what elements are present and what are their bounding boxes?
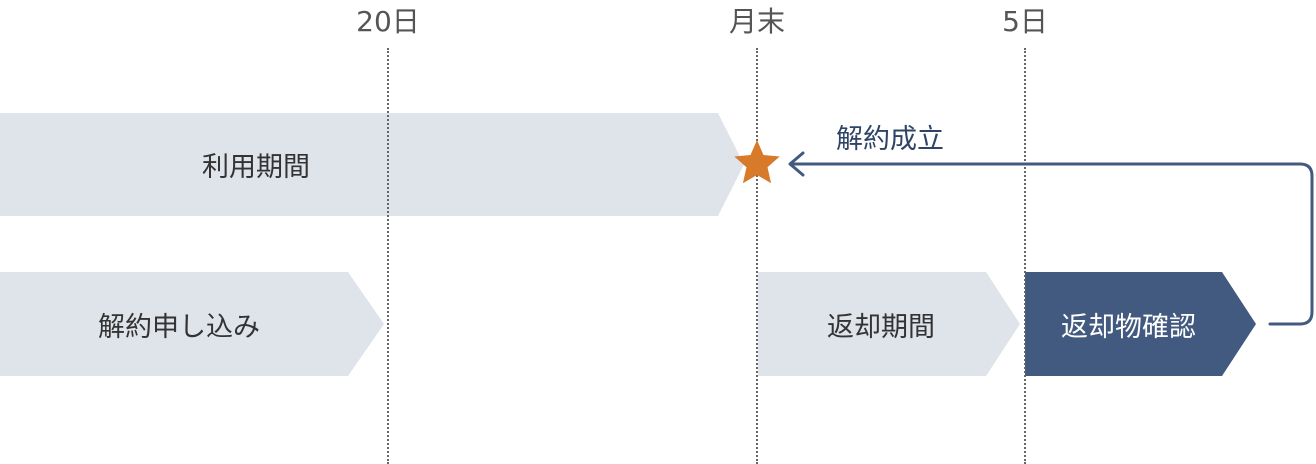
guide-line-20 xyxy=(387,48,389,464)
marker-label-20: 20日 xyxy=(356,5,420,38)
application-bar: 解約申し込み xyxy=(0,272,384,376)
return-period-label: 返却期間 xyxy=(827,311,935,343)
guide-line-5 xyxy=(1024,48,1026,464)
return-arrow xyxy=(790,162,1314,326)
application-label: 解約申し込み xyxy=(98,311,260,343)
guide-line-month-end xyxy=(756,48,758,464)
marker-label-5: 5日 xyxy=(1002,5,1048,38)
usage-period-bar: 利用期間 xyxy=(0,113,744,216)
return-confirm-label: 返却物確認 xyxy=(1061,311,1196,343)
marker-label-month-end: 月末 xyxy=(728,5,786,38)
return-period-bar: 返却期間 xyxy=(758,272,1020,376)
usage-period-label: 利用期間 xyxy=(202,152,310,183)
star-icon xyxy=(734,140,780,184)
contract-end-label: 解約成立 xyxy=(836,124,944,155)
return-confirm-bar: 返却物確認 xyxy=(1025,272,1256,376)
arrow-head xyxy=(788,151,805,177)
